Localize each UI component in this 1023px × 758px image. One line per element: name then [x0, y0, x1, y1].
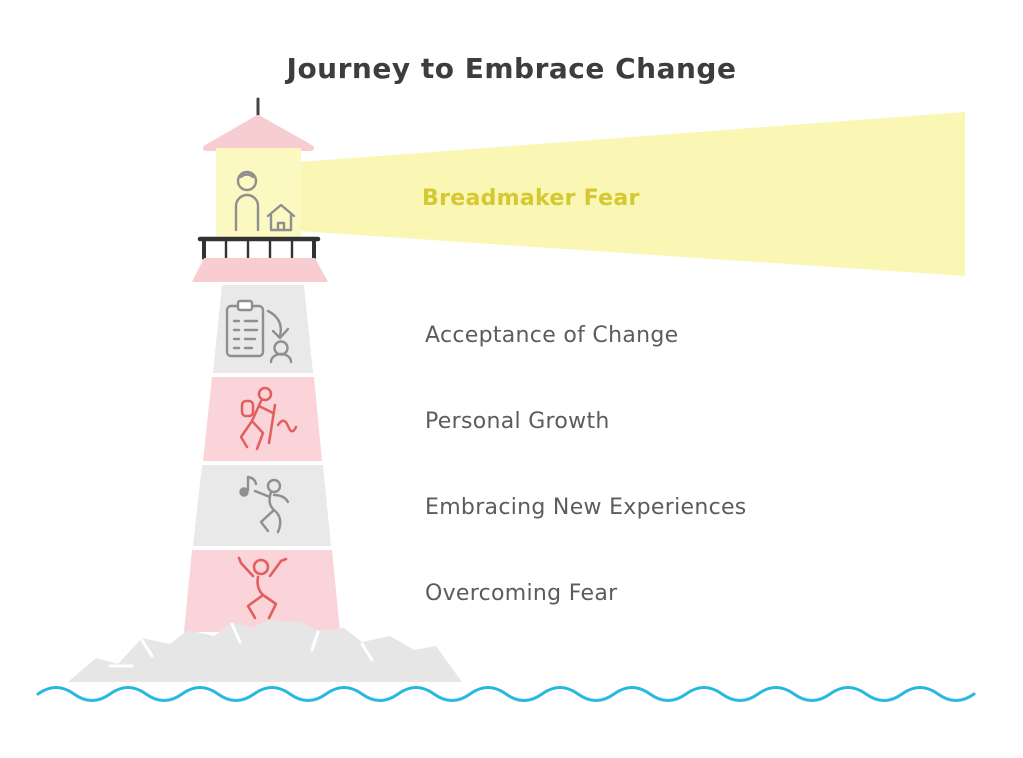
beam-label: Breadmaker Fear: [422, 186, 640, 211]
hiker-icon: [239, 386, 298, 451]
stage-label-acceptance-of-change: Acceptance of Change: [425, 323, 679, 348]
gallery-base: [192, 258, 328, 282]
water-waves: [36, 686, 976, 702]
gallery-railing: [197, 236, 321, 260]
celebrating-person-icon: [237, 556, 288, 620]
rocks: [68, 620, 462, 682]
clipboard-progress-icon: [225, 299, 293, 364]
dancing-person-icon: [239, 475, 290, 534]
page-title: Journey to Embrace Change: [286, 52, 737, 85]
stage-label-overcoming-fear: Overcoming Fear: [425, 581, 618, 606]
stage-label-embracing-new-experiences: Embracing New Experiences: [425, 495, 747, 520]
tower-band-growth: [203, 377, 322, 461]
lighthouse-roof: [203, 115, 314, 151]
stage-label-personal-growth: Personal Growth: [425, 409, 610, 434]
tower-band-fear: [184, 550, 340, 632]
light-beam: [299, 112, 965, 276]
person-with-house-icon: [234, 170, 296, 232]
tower-band-experiences: [193, 465, 331, 546]
